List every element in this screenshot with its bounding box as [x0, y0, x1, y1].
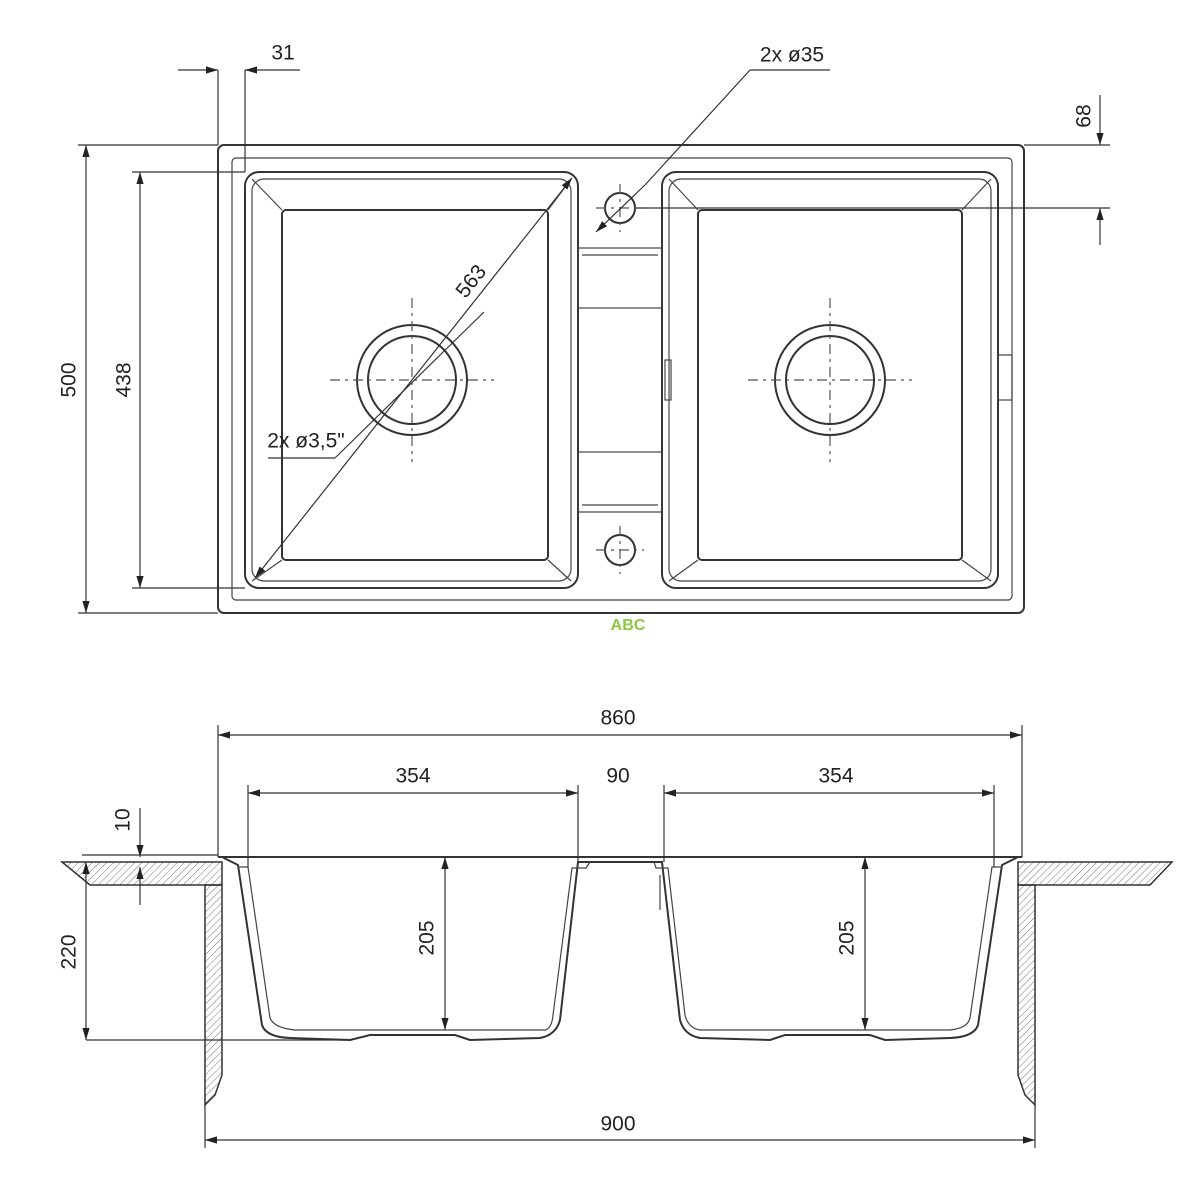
dim-hole-offset-label: 68 — [1073, 104, 1096, 127]
center-divider — [577, 184, 672, 574]
right-bowl — [661, 171, 1013, 589]
top-dimensions — [78, 66, 1110, 614]
cabinet-wall-left — [204, 884, 223, 1107]
dim-bowl-height-right-label: 205 — [836, 920, 859, 955]
side-dimensions — [82, 725, 1036, 1148]
dim-divider-label: 90 — [606, 765, 629, 788]
dim-overall-depth-label: 500 — [58, 362, 81, 397]
dim-rim-label: 10 — [112, 808, 135, 831]
dim-right-bowl-label: 354 — [818, 765, 853, 788]
dim-diagonal-label: 563 — [451, 261, 491, 303]
dim-left-bowl-label: 354 — [395, 765, 430, 788]
dim-900-label: 900 — [600, 1113, 635, 1136]
sink-profile-inner — [238, 861, 1002, 1031]
dim-flange-label: 31 — [271, 42, 294, 65]
watermark-logo: ABC — [611, 617, 646, 634]
dim-bowl-height-left-label: 205 — [416, 920, 439, 955]
cabinet-wall-right — [1017, 884, 1036, 1107]
dim-tap-holes-label: 2x ø35 — [760, 44, 824, 67]
dim-drain-label: 2x ø3,5" — [267, 430, 345, 453]
sink-outline — [217, 144, 1025, 614]
side-view: 860 354 90 354 10 220 205 205 900 — [58, 707, 1174, 1148]
sink-profile-outer — [221, 856, 1019, 1042]
dim-bowl-depth-label: 438 — [113, 362, 136, 397]
rim-inner — [231, 157, 1013, 601]
countertop-right — [1017, 861, 1174, 886]
top-view: 31 2x ø35 68 500 438 563 2x ø3,5" ABC — [58, 42, 1110, 634]
dim-height-label: 220 — [58, 934, 81, 969]
dim-860-label: 860 — [600, 707, 635, 730]
